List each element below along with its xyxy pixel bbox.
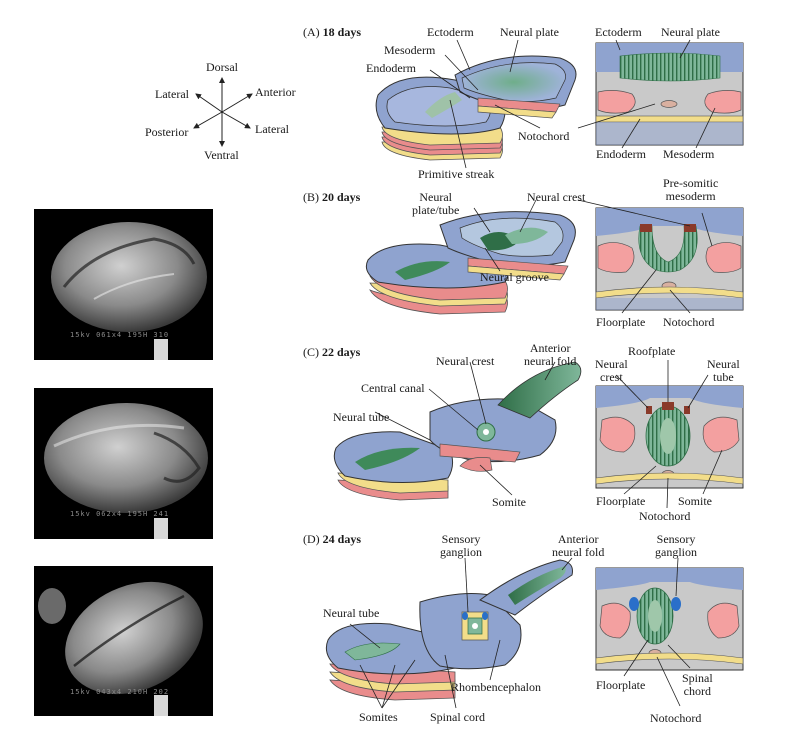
section-d-spinal-chord-label: Spinal chord [682, 672, 713, 698]
panel-d-age: 24 days [322, 532, 362, 546]
sem-micrograph-2: 15kv 062x4 195H 241 [34, 388, 213, 539]
panel-b-neural-plate-tube-label: Neural plate/tube [412, 191, 459, 217]
section-c-somite-label: Somite [678, 494, 713, 508]
panel-c-neural-crest-label: Neural crest [436, 354, 495, 368]
section-b-presomitic-label: Pre-somitic mesoderm [663, 177, 718, 203]
sem-2-scale-bar [154, 518, 168, 539]
panel-d-anterior-neural-fold-line1: Anterior [557, 532, 599, 546]
panel-c-somite-label: Somite [492, 495, 527, 509]
panel-c-title: (C) 22 days [303, 346, 360, 359]
section-b-presomitic-line2: mesoderm [665, 189, 716, 203]
panel-b-cross-section [595, 207, 744, 311]
section-a-ectoderm-label: Ectoderm [595, 25, 642, 39]
section-c-neural-tube-label: Neural tube [707, 358, 740, 384]
section-c-notochord-label: Notochord [639, 509, 691, 523]
section-d-spinal-chord-line1: Spinal [682, 671, 713, 685]
panel-c-anterior-neural-fold-line2: neural fold [524, 354, 577, 368]
leader-lines [349, 39, 723, 709]
section-c-neural-tube-line2: tube [712, 370, 734, 384]
orientation-compass [193, 77, 253, 147]
section-d-notochord-label: Notochord [650, 711, 702, 725]
compass-dorsal-label: Dorsal [206, 60, 238, 74]
panel-d-anterior-neural-fold-line2: neural fold [552, 545, 605, 559]
panel-d-rhombencephalon-label: Rhombencephalon [451, 680, 541, 694]
section-a-endoderm-label: Endoderm [596, 147, 646, 161]
panel-b-title: (B) 20 days [303, 191, 360, 204]
section-c-neural-crest-label: Neural crest [595, 358, 628, 384]
section-d-floorplate-label: Floorplate [596, 678, 646, 692]
panel-c-neural-tube-label: Neural tube [333, 410, 390, 424]
panel-a-title: (A) 18 days [303, 26, 361, 39]
panel-d-sensory-ganglion-line2: ganglion [440, 545, 482, 559]
panel-c-letter: (C) [303, 345, 319, 359]
panel-d-cross-section [595, 567, 744, 671]
sem-micrograph-3: 15kv 043x4 210H 202 [34, 566, 213, 716]
panel-d-embryo-drawing [325, 559, 573, 701]
panel-a-notochord-label: Notochord [518, 129, 570, 143]
panel-c-anterior-neural-fold-label: Anterior neural fold [524, 342, 576, 368]
panel-a-neural-plate-label: Neural plate [500, 25, 559, 39]
section-a-mesoderm-label: Mesoderm [663, 147, 715, 161]
panel-b-embryo-drawing [365, 211, 576, 315]
section-b-floorplate-label: Floorplate [596, 315, 646, 329]
sem-3-scale-text: 15kv 043x4 210H 202 [70, 688, 170, 696]
compass-posterior-label: Posterior [145, 125, 189, 139]
sem-1-scale-text: 15kv 061x4 195H 310 [70, 331, 170, 339]
section-c-roofplate-label: Roofplate [628, 344, 676, 358]
section-c-neural-crest-line1: Neural [595, 357, 628, 371]
panel-c-embryo-drawing [333, 361, 582, 501]
compass-lateral-right-label: Lateral [255, 122, 289, 136]
compass-anterior-label: Anterior [255, 85, 296, 99]
panel-d-sensory-ganglion-line1: Sensory [441, 532, 481, 546]
panel-b-neural-crest-label: Neural crest [527, 190, 586, 204]
section-c-neural-crest-line2: crest [600, 370, 623, 384]
panel-a-embryo-drawing [375, 55, 577, 161]
panel-c-central-canal-label: Central canal [361, 381, 425, 395]
panel-c-age: 22 days [322, 345, 361, 359]
section-d-spinal-chord-line2: chord [683, 684, 711, 698]
section-d-sensory-ganglion-line1: Sensory [656, 532, 696, 546]
panel-b-letter: (B) [303, 190, 319, 204]
section-c-neural-tube-line1: Neural [707, 357, 740, 371]
sem-2-scale-text: 15kv 062x4 195H 241 [70, 510, 170, 518]
panel-d-spinal-cord-label: Spinal cord [430, 710, 485, 724]
panel-d-title: (D) 24 days [303, 533, 361, 546]
compass-ventral-label: Ventral [204, 148, 239, 162]
section-d-sensory-ganglion-label: Sensory ganglion [655, 533, 697, 559]
panel-a-ectoderm-label: Ectoderm [427, 25, 474, 39]
section-d-sensory-ganglion-line2: ganglion [655, 545, 697, 559]
section-a-neural-plate-label: Neural plate [661, 25, 720, 39]
panel-d-sensory-ganglion-label: Sensory ganglion [440, 533, 482, 559]
sem-1-scale-bar [154, 339, 168, 360]
panel-a-endoderm-label: Endoderm [366, 61, 416, 75]
panel-d-somites-label: Somites [359, 710, 398, 724]
panel-a-mesoderm-label: Mesoderm [384, 43, 436, 57]
panel-d-letter: (D) [303, 532, 320, 546]
panel-d-anterior-neural-fold-label: Anterior neural fold [552, 533, 604, 559]
panel-b-neural-groove-label: Neural groove [480, 270, 549, 284]
panel-a-cross-section [595, 42, 744, 146]
compass-lateral-left-label: Lateral [155, 87, 189, 101]
panel-d-neural-tube-label: Neural tube [323, 606, 380, 620]
section-b-presomitic-line1: Pre-somitic [663, 176, 719, 190]
panel-b-neural-plate-tube-line1: Neural [419, 190, 452, 204]
panel-c-cross-section [595, 385, 744, 489]
panel-a-letter: (A) [303, 25, 320, 39]
panel-c-anterior-neural-fold-line1: Anterior [529, 341, 571, 355]
sem-3-scale-bar [154, 695, 168, 716]
sem-micrograph-1: 15kv 061x4 195H 310 [34, 209, 213, 360]
section-b-notochord-label: Notochord [663, 315, 715, 329]
section-c-floorplate-label: Floorplate [596, 494, 646, 508]
panel-b-neural-plate-tube-line2: plate/tube [412, 203, 460, 217]
panel-a-primitive-streak-label: Primitive streak [418, 167, 495, 181]
panel-a-age: 18 days [322, 25, 362, 39]
panel-b-age: 20 days [322, 190, 361, 204]
